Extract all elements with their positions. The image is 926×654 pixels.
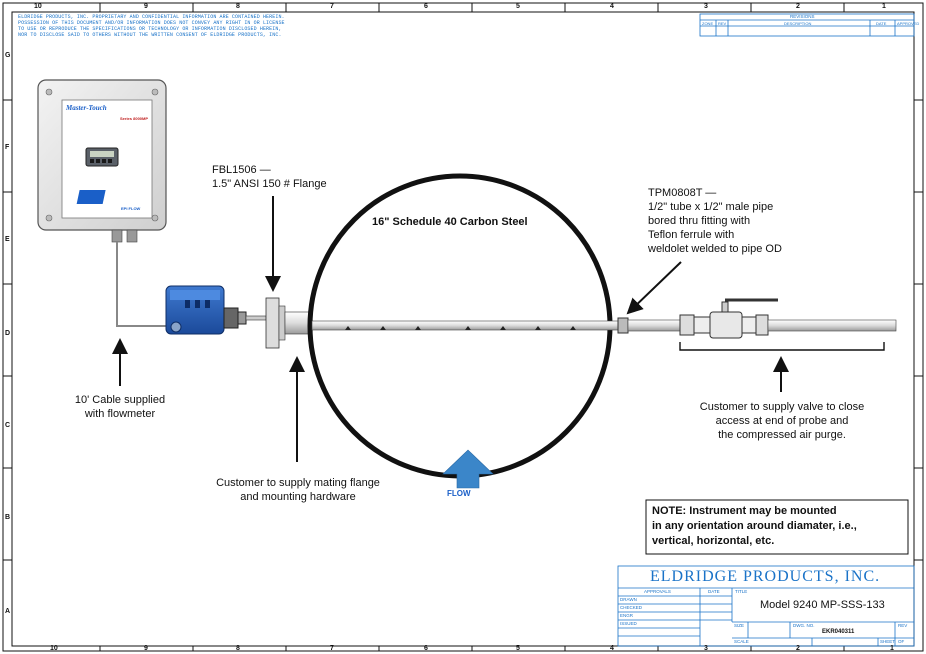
probe-rod	[311, 317, 629, 334]
mating-line-2: and mounting hardware	[240, 491, 356, 503]
revisions-rev-header: REV	[718, 21, 727, 26]
zone-row-g: G	[5, 52, 11, 59]
drawn-label: DRAWN	[620, 597, 637, 602]
transmitter-sublabel: EPI FLOW	[121, 206, 141, 211]
scale-label: SCALE	[734, 639, 749, 644]
zone-col-1-bottom: 1	[890, 645, 894, 652]
valve-bracket	[679, 342, 885, 351]
zone-row-e: E	[5, 236, 10, 243]
zone-col-5-bottom: 5	[516, 645, 520, 652]
valve-line-3: the compressed air purge.	[718, 429, 846, 441]
revisions-description-header: DESCRIPTION	[784, 21, 812, 26]
zone-col-4-bottom: 4	[610, 645, 614, 652]
transmitter-logo: EPI	[123, 190, 140, 201]
confidential-line-1: ELDRIDGE PRODUCTS, INC. PROPRIETARY AND …	[18, 14, 285, 20]
zone-col-4: 4	[610, 3, 614, 10]
engr-label: ENGR	[620, 613, 634, 618]
zone-col-3-bottom: 3	[704, 645, 708, 652]
zone-col-8-bottom: 8	[236, 645, 240, 652]
fitting-line-3: bored thru fitting with	[648, 215, 751, 227]
flange-desc-label: 1.5" ANSI 150 # Flange	[212, 178, 327, 190]
valve-label: Customer to supply valve to close access…	[676, 400, 888, 442]
fitting-line-4: Teflon ferrule with	[648, 229, 735, 241]
checked-label: CHECKED	[620, 605, 643, 610]
revisions-zone-header: ZONE	[702, 21, 714, 26]
mating-line-1: Customer to supply mating flange	[216, 477, 380, 489]
fitting-label: TPM0808T — 1/2" tube x 1/2" male pipe bo…	[648, 186, 782, 256]
confidential-line-3: TO USE OR REPRODUCE THE SPECIFICATIONS O…	[18, 26, 282, 32]
of-label: OF	[898, 639, 905, 644]
title-block	[617, 565, 915, 647]
zone-row-f: F	[5, 144, 10, 151]
note-text: NOTE: Instrument may be mounted in any o…	[652, 504, 857, 549]
company-name: ELDRIDGE PRODUCTS, INC.	[650, 568, 881, 585]
sheet-label: SHEET	[880, 639, 896, 644]
rev-label: REV	[898, 623, 908, 628]
flange	[245, 297, 313, 349]
zone-col-7: 7	[330, 3, 334, 10]
zone-col-3: 3	[704, 3, 708, 10]
purge-tube-valve	[627, 298, 897, 339]
probe-head-housing	[165, 285, 247, 335]
revisions-table	[699, 13, 915, 37]
zone-col-6-bottom: 6	[424, 645, 428, 652]
flow-label: FLOW	[447, 489, 471, 498]
zone-col-2: 2	[796, 3, 800, 10]
drawing-title: Model 9240 MP-SSS-133	[760, 599, 885, 611]
issued-label: ISSUED	[620, 621, 637, 626]
zone-col-10-bottom: 10	[50, 645, 58, 652]
title-label: TITLE	[735, 589, 748, 594]
revisions-title: REVISIONS	[790, 14, 815, 19]
fitting-line-2: 1/2" tube x 1/2" male pipe	[648, 201, 774, 213]
zone-col-9-bottom: 9	[144, 645, 148, 652]
confidential-notice: ELDRIDGE PRODUCTS, INC. PROPRIETARY AND …	[18, 14, 285, 38]
zone-col-9: 9	[144, 3, 148, 10]
revisions-date-header: DATE	[876, 21, 887, 26]
cable-line-1: 10' Cable supplied	[74, 394, 166, 406]
transmitter-enclosure	[37, 79, 167, 243]
leader-arrows	[112, 196, 789, 462]
pipe-label: 16" Schedule 40 Carbon Steel	[372, 216, 528, 228]
zone-row-c: C	[5, 422, 11, 429]
signal-cable	[116, 242, 170, 327]
zone-col-5: 5	[516, 3, 520, 10]
cable-line-2: with flowmeter	[84, 408, 156, 420]
zone-col-1: 1	[882, 3, 886, 10]
note-line-3: vertical, horizontal, etc.	[652, 535, 775, 547]
note-line-1: NOTE: Instrument may be mounted	[652, 505, 837, 517]
mating-flange-label: Customer to supply mating flange and mou…	[196, 476, 400, 504]
dwg-number: EKR040311	[822, 629, 855, 635]
zone-col-8: 8	[236, 3, 240, 10]
note-box	[645, 499, 909, 555]
cable-label: 10' Cable supplied with flowmeter	[52, 393, 188, 421]
confidential-line-4: NOR TO DISCLOSE SAID TO OTHERS WITHOUT T…	[18, 32, 282, 38]
zone-row-d: D	[5, 330, 11, 337]
note-line-2: in any orientation around diamater, i.e.…	[652, 520, 857, 532]
fitting-line-5: weldolet welded to pipe OD	[648, 243, 782, 255]
zone-col-10: 10	[34, 3, 42, 10]
fitting-line-1: TPM0808T —	[648, 187, 717, 199]
zone-row-a: A	[5, 608, 11, 615]
valve-line-1: Customer to supply valve to close	[699, 401, 865, 413]
size-label: SIZE	[734, 623, 745, 628]
flow-arrow	[442, 449, 494, 489]
transmitter-brand: Master-Touch	[66, 104, 107, 112]
confidential-line-2: POSSESSION OF THIS DOCUMENT AND/OR INFOR…	[18, 20, 285, 26]
zone-row-b: B	[5, 514, 11, 521]
valve-line-2: access at end of probe and	[715, 415, 849, 427]
zone-col-6: 6	[424, 3, 428, 10]
date-header: DATE	[708, 589, 720, 594]
dwg-no-label: DWG. NO.	[793, 623, 815, 628]
flange-code-label: FBL1506 —	[212, 164, 271, 176]
zone-col-2-bottom: 2	[796, 645, 800, 652]
revisions-approved-header: APPROVED	[897, 21, 920, 26]
zone-col-7-bottom: 7	[330, 645, 334, 652]
transmitter-series: Series 8000MP	[120, 116, 149, 121]
approvals-header: APPROVALS	[644, 589, 671, 594]
